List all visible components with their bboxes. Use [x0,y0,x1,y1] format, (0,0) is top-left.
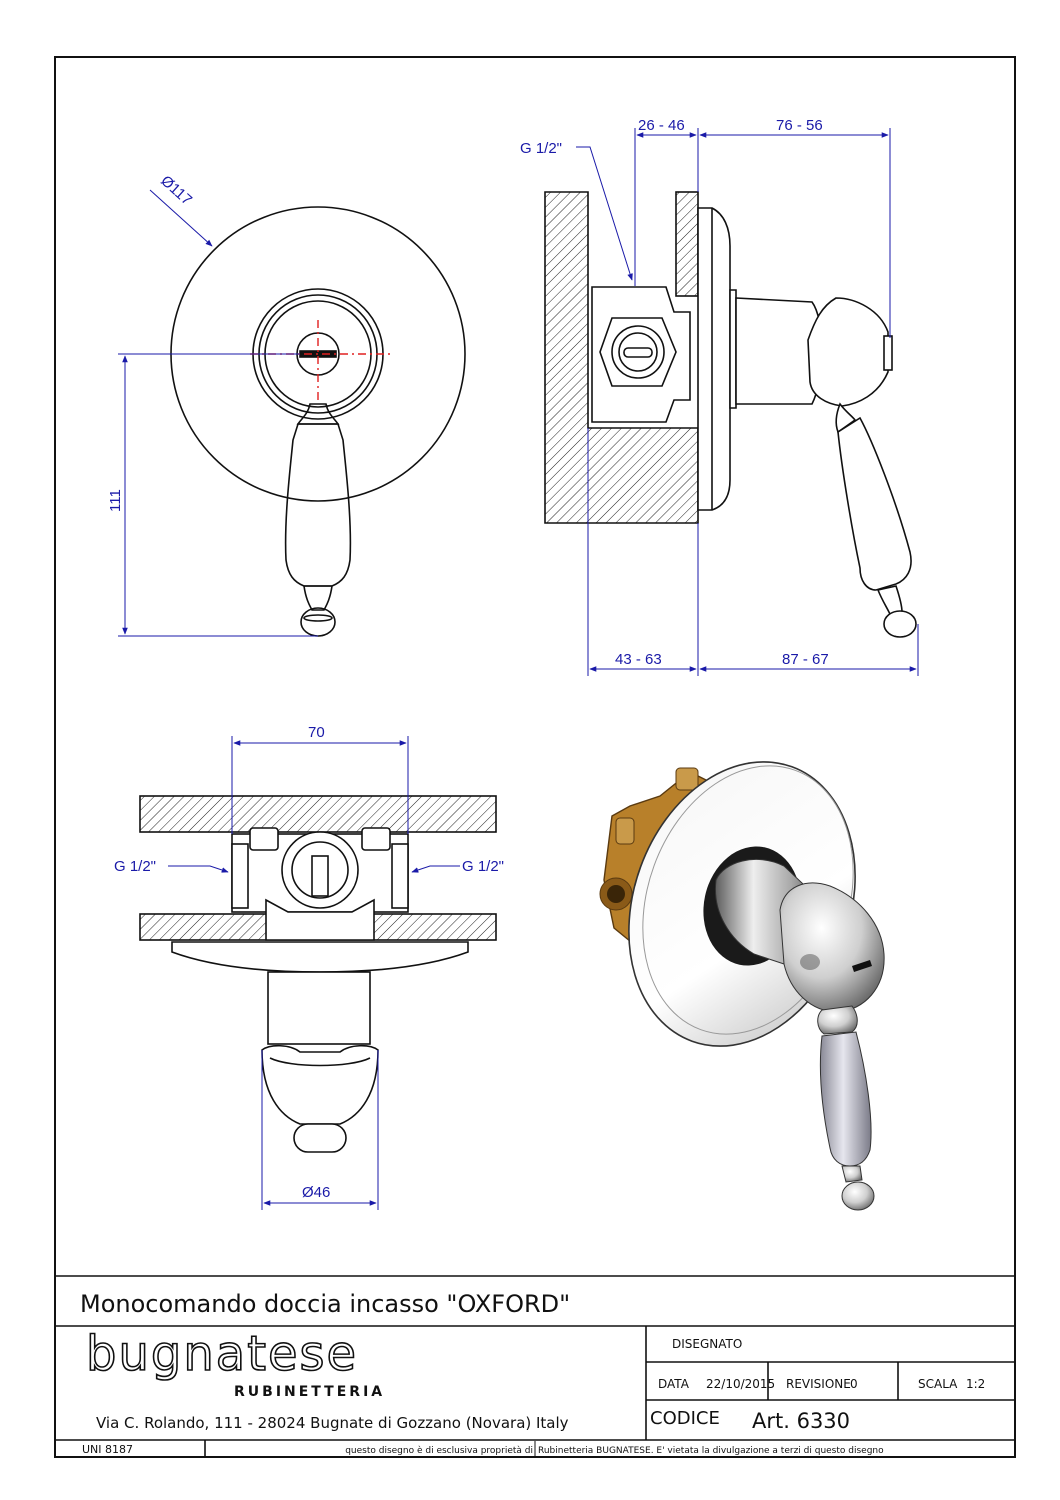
front-diameter-label: Ø117 [157,172,195,208]
plan-diameter-label: Ø46 [302,1184,330,1201]
render-brass-lug [615,817,635,845]
revisione-value: 0 [850,1377,858,1391]
front-handle-ball-ring [303,614,333,622]
front-view [170,206,466,637]
codice-label: CODICE [650,1408,720,1429]
side-wall-upper-section [675,191,699,297]
codice-value: Art. 6330 [752,1409,850,1433]
side-top-left-dimension: 26 - 46 [638,117,685,134]
brand-subtitle: RUBINETTERIA [234,1384,385,1400]
render-handle-body [819,1031,872,1167]
plan-right-screw [361,827,391,851]
side-cover-plate [697,207,731,511]
revisione-label: REVISIONE [786,1377,851,1391]
plan-wall-top [139,795,497,833]
title-block [55,1275,1015,1457]
side-view [544,191,917,638]
data-label: DATA [658,1377,690,1391]
side-handle-body [837,416,912,591]
plan-left-port [231,843,249,909]
company-address: Via C. Rolando, 111 - 28024 Bugnate di G… [96,1414,569,1432]
side-g-half-label: G 1/2" [520,140,562,157]
front-dimensions [118,189,318,637]
scala-label: SCALA [918,1377,958,1391]
front-handle-ball [300,607,336,637]
front-handle-stem [303,585,333,611]
plan-cartridge-stem [311,855,329,897]
render-brass-port-hole [607,885,625,903]
side-bottom-left-dimension: 43 - 63 [615,651,662,668]
standard-label: UNI 8187 [82,1443,133,1456]
render-handle-neck [817,1005,858,1035]
plan-body-base [265,898,375,941]
side-handle-ball [883,610,917,638]
side-lever-head [807,297,889,407]
product-title: Monocomando doccia incasso "OXFORD" [80,1290,570,1318]
plan-g-right-label: G 1/2" [462,858,504,875]
plan-lever-edge [269,1057,371,1067]
front-handle-body [284,423,352,587]
plan-right-port [391,843,409,909]
render-handle-ball [841,1181,875,1211]
plan-lever-cap [293,1123,347,1153]
render-head-shadow [800,954,820,970]
side-bottom-right-dimension: 87 - 67 [782,651,829,668]
disegnato-label: DISEGNATO [672,1337,742,1351]
plan-dimensions [168,736,460,1210]
plan-view [139,795,497,1153]
side-handle-stem [876,585,903,615]
sheet-frame [54,56,1016,1458]
plan-lever-head [261,1044,379,1125]
data-value: 22/10/2015 [706,1377,775,1391]
side-shaft-ring [729,289,737,409]
render-handle-stem [841,1165,863,1183]
disclaimer-right: Rubinetteria BUGNATESE. E' vietata la di… [538,1446,884,1456]
brand-logo-text: bugnatese [86,1326,358,1382]
render-lever-head [779,882,885,1013]
side-slot [623,347,653,358]
side-lever-cap [883,335,893,371]
render-brass-lug-top [675,767,699,791]
front-height-label: 111 [107,489,124,512]
scala-value: 1:2 [966,1377,985,1391]
plan-cover-plate [171,941,469,973]
render-lever-indicator [852,960,872,972]
disclaimer-left: questo disegno è di esclusiva proprietà … [345,1445,533,1456]
plan-shaft [267,971,371,1045]
plan-g-left-label: G 1/2" [114,858,156,875]
plan-left-screw [249,827,279,851]
plan-width-label: 70 [308,724,325,741]
side-top-right-dimension: 76 - 56 [776,117,823,134]
product-render [599,761,885,1211]
side-dimensions [576,128,919,676]
